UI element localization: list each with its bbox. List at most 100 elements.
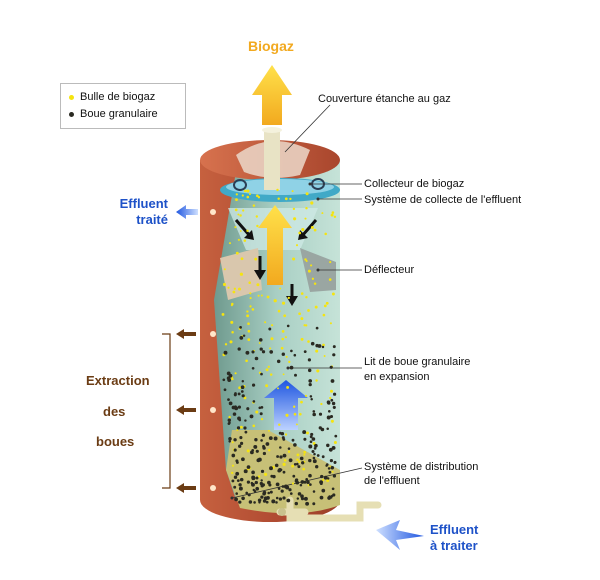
sludge-granule bbox=[323, 475, 328, 480]
biogas-bubble bbox=[270, 337, 274, 341]
sludge-granule bbox=[281, 352, 285, 356]
biogas-bubble bbox=[231, 471, 234, 475]
sludge-granule bbox=[246, 465, 251, 469]
biogas-bubble bbox=[268, 429, 270, 432]
sludge-granule bbox=[252, 400, 256, 403]
sludge-granule bbox=[268, 327, 272, 331]
sludge-granule bbox=[300, 494, 304, 499]
sludge-granule bbox=[235, 459, 239, 463]
biogas-bubble bbox=[229, 340, 233, 344]
sludge-granule bbox=[318, 412, 323, 416]
sludge-granule bbox=[268, 436, 273, 441]
flow-arrow-left bbox=[234, 219, 252, 237]
biogas-bubble bbox=[234, 372, 237, 375]
sludge-granule bbox=[330, 379, 335, 383]
sludge-granule bbox=[301, 461, 305, 465]
biogas-bubble bbox=[264, 321, 267, 324]
upflow-arrow bbox=[264, 380, 308, 430]
sludge-granule bbox=[280, 432, 285, 436]
biogas-bubble bbox=[323, 355, 326, 357]
biogas-bubble bbox=[255, 410, 259, 414]
sludge-dot-icon bbox=[69, 111, 74, 117]
sludge-granule bbox=[309, 395, 313, 398]
biogas-bubble bbox=[249, 292, 252, 295]
biogas-bubble bbox=[239, 272, 243, 276]
sludge-granule bbox=[311, 437, 316, 441]
biogas-bubble bbox=[246, 189, 250, 193]
sludge-granule bbox=[259, 412, 263, 416]
biogas-bubble bbox=[304, 217, 307, 220]
biogas-bubble bbox=[305, 206, 308, 210]
sludge-granule bbox=[326, 427, 329, 431]
biogas-bubble bbox=[293, 412, 297, 416]
sludge-granule bbox=[238, 500, 242, 504]
sludge-granule bbox=[281, 436, 285, 440]
sludge-granule bbox=[328, 470, 332, 474]
biogas-bubble bbox=[232, 290, 236, 294]
sludge-granule bbox=[254, 356, 259, 361]
biogas-bubble bbox=[310, 225, 314, 230]
biogas-bubble bbox=[326, 479, 330, 482]
sludge-granule bbox=[257, 457, 262, 462]
sludge-granule bbox=[319, 480, 324, 485]
biogas-bubble bbox=[239, 425, 243, 429]
sludge-granule bbox=[306, 480, 310, 485]
biogas-bubble bbox=[330, 419, 334, 423]
biogas-bubble bbox=[293, 405, 296, 408]
biogas-bubble bbox=[223, 268, 226, 271]
biogas-bubble bbox=[300, 317, 304, 321]
sludge-granule bbox=[275, 501, 278, 504]
biogas-bubble bbox=[286, 385, 290, 389]
sludge-granule bbox=[244, 419, 247, 422]
sludge-granule bbox=[310, 432, 314, 436]
sludge-granule bbox=[243, 426, 247, 430]
sludge-granule bbox=[241, 496, 245, 501]
label-bed-line1: Lit de boue granulaire bbox=[364, 356, 471, 368]
biogas-bubble bbox=[227, 286, 230, 289]
biogas-bubble bbox=[255, 215, 258, 218]
sludge-granule bbox=[309, 435, 313, 439]
biogas-bubble bbox=[284, 336, 287, 339]
biogas-bubble bbox=[307, 309, 310, 312]
biogas-bubble bbox=[245, 359, 248, 363]
biogas-bubble bbox=[266, 295, 270, 299]
biogas-bubble bbox=[313, 282, 317, 285]
sludge-granule bbox=[271, 499, 276, 504]
biogas-bubble bbox=[257, 294, 260, 297]
biogas-bubble bbox=[329, 261, 332, 264]
biogas-bubble bbox=[252, 424, 256, 428]
biogas-bubble bbox=[303, 453, 306, 456]
biogas-bubble bbox=[260, 294, 263, 297]
biogas-bubble bbox=[322, 343, 325, 347]
sludge-granule bbox=[331, 401, 336, 406]
sludge-granule bbox=[233, 475, 238, 479]
biogas-bubble bbox=[269, 373, 273, 376]
biogas-bubble bbox=[251, 308, 255, 311]
sludge-granule bbox=[265, 442, 270, 446]
biogas-bubble bbox=[314, 305, 318, 309]
biogas-bubble bbox=[249, 193, 251, 195]
sludge-granule bbox=[243, 469, 248, 474]
sludge-granule bbox=[240, 390, 244, 393]
sludge-granule bbox=[303, 496, 308, 501]
sludge-granule bbox=[254, 480, 258, 485]
sludge-granule bbox=[333, 392, 337, 396]
sludge-granule bbox=[239, 477, 244, 482]
sludge-granule bbox=[282, 453, 287, 458]
sludge-granule bbox=[235, 471, 240, 476]
sludge-granule bbox=[226, 376, 231, 381]
sludge-granule bbox=[278, 497, 283, 501]
biogas-bubble bbox=[267, 365, 270, 368]
sludge-granule bbox=[233, 485, 237, 489]
biogas-bubble bbox=[222, 282, 227, 287]
biogas-title: Biogaz bbox=[248, 38, 294, 54]
sludge-granule bbox=[260, 479, 263, 482]
biogas-bubble bbox=[305, 192, 309, 196]
sludge-granule bbox=[315, 465, 319, 469]
sludge-granule bbox=[235, 492, 238, 495]
sludge-granule bbox=[228, 421, 231, 424]
biogas-bubble bbox=[231, 302, 234, 306]
sludge-granule bbox=[228, 401, 233, 406]
sludge-granule bbox=[319, 495, 324, 500]
biogas-bubble bbox=[247, 338, 251, 341]
